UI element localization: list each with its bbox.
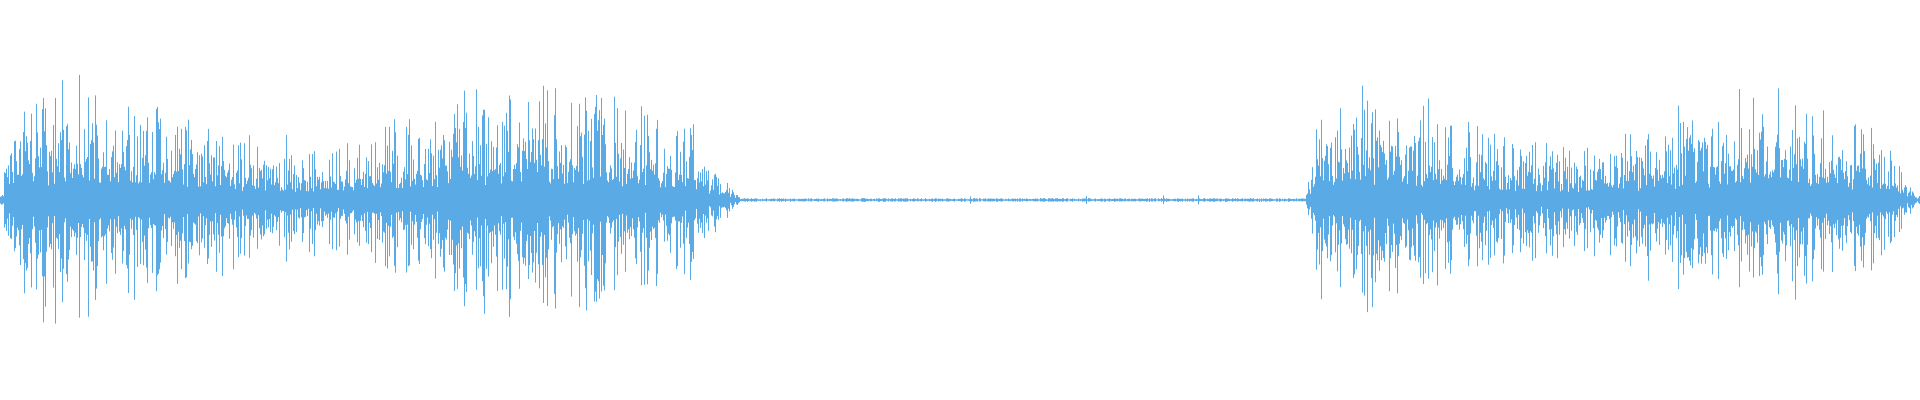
waveform-samples (0, 74, 1920, 324)
